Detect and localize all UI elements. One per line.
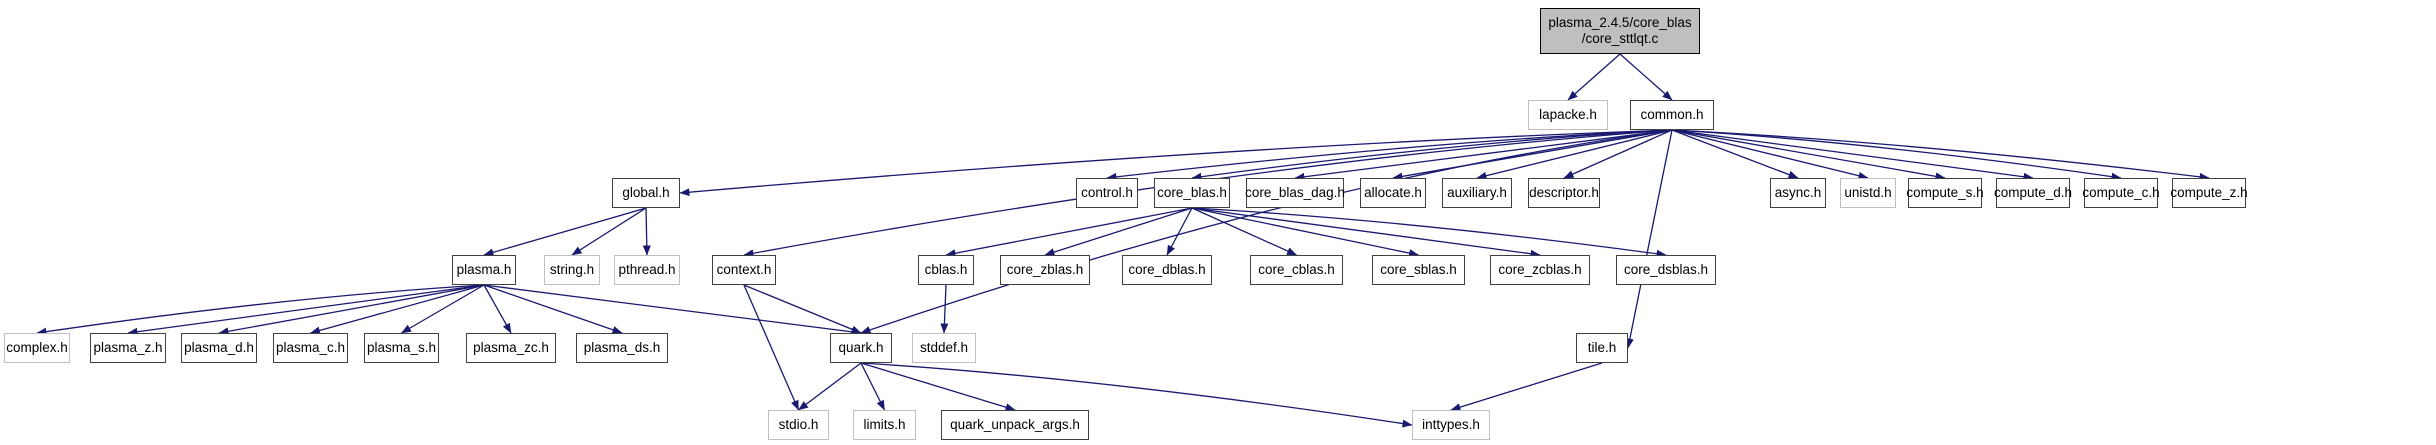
edge-core_sttlqt_c-to-lapacke bbox=[1567, 53, 1621, 101]
node-core-blas-dag-h[interactable]: core_blas_dag.h bbox=[1245, 178, 1345, 208]
edge-common-to-compute_z bbox=[1671, 129, 2210, 181]
node-plasma-s-h[interactable]: plasma_s.h bbox=[364, 333, 439, 363]
node-lapacke-h: lapacke.h bbox=[1528, 100, 1608, 130]
node-core-zblas-h[interactable]: core_zblas.h bbox=[1000, 255, 1090, 285]
edge-common-to-unistd bbox=[1671, 129, 1869, 180]
edge-plasma-to-plasma_d bbox=[218, 284, 485, 336]
node-core-dblas-h[interactable]: core_dblas.h bbox=[1122, 255, 1212, 285]
edge-global-to-string bbox=[571, 207, 647, 256]
node-core-sttlqt-c: plasma_2.4.5/core_blas /core_sttlqt.c bbox=[1540, 8, 1700, 54]
node-async-h[interactable]: async.h bbox=[1770, 178, 1826, 208]
node-auxiliary-h[interactable]: auxiliary.h bbox=[1442, 178, 1512, 208]
node-pthread-h: pthread.h bbox=[614, 255, 680, 285]
node-plasma-ds-h[interactable]: plasma_ds.h bbox=[576, 333, 668, 363]
edge-plasma-to-plasma_zc bbox=[483, 284, 512, 334]
node-plasma-c-h[interactable]: plasma_c.h bbox=[273, 333, 348, 363]
node-compute-s-h[interactable]: compute_s.h bbox=[1906, 178, 1984, 208]
edge-core_blas-to-core_dsblas bbox=[1191, 207, 1667, 258]
edge-common-to-context bbox=[743, 129, 1673, 258]
node-descriptor-h[interactable]: descriptor.h bbox=[1528, 178, 1600, 208]
node-compute-d-h[interactable]: compute_d.h bbox=[1994, 178, 2072, 208]
node-allocate-h[interactable]: allocate.h bbox=[1360, 178, 1426, 208]
edge-core_sttlqt_c-to-common bbox=[1619, 53, 1673, 101]
node-compute-c-h[interactable]: compute_c.h bbox=[2082, 178, 2160, 208]
edge-tile-to-inttypes bbox=[1450, 362, 1603, 411]
node-core-cblas-h[interactable]: core_cblas.h bbox=[1250, 255, 1343, 285]
node-compute-z-h[interactable]: compute_z.h bbox=[2170, 178, 2248, 208]
edge-plasma-to-plasma_s bbox=[401, 284, 485, 334]
edge-core_blas-to-core_zcblas bbox=[1191, 207, 1541, 258]
edge-quark-to-inttypes bbox=[860, 362, 1413, 428]
node-core-zcblas-h[interactable]: core_zcblas.h bbox=[1490, 255, 1590, 285]
node-stddef-h: stddef.h bbox=[912, 333, 976, 363]
node-inttypes-h: inttypes.h bbox=[1412, 410, 1490, 440]
edge-common-to-global bbox=[679, 129, 1673, 197]
node-context-h[interactable]: context.h bbox=[712, 255, 776, 285]
node-common-h[interactable]: common.h bbox=[1630, 100, 1714, 130]
edge-common-to-async bbox=[1671, 129, 1799, 179]
node-plasma-h[interactable]: plasma.h bbox=[452, 255, 516, 285]
node-quark-h[interactable]: quark.h bbox=[830, 333, 892, 363]
edge-quark-to-limits bbox=[860, 362, 886, 411]
edge-plasma-to-plasma_z bbox=[127, 284, 485, 336]
edge-quark-to-stdio bbox=[798, 362, 862, 411]
node-cblas-h[interactable]: cblas.h bbox=[918, 255, 974, 285]
edge-common-to-core_blas_dag bbox=[1294, 129, 1673, 181]
edge-common-to-compute_c bbox=[1671, 129, 2122, 181]
node-plasma-z-h[interactable]: plasma_z.h bbox=[90, 333, 166, 363]
edge-common-to-compute_d bbox=[1671, 129, 2034, 181]
node-limits-h: limits.h bbox=[853, 410, 916, 440]
edge-plasma-to-complex bbox=[36, 284, 485, 336]
node-quark-unpack-args-h[interactable]: quark_unpack_args.h bbox=[941, 410, 1089, 440]
node-core-blas-h[interactable]: core_blas.h bbox=[1154, 178, 1230, 208]
edge-core_blas-to-core_sblas bbox=[1191, 207, 1419, 257]
node-complex-h: complex.h bbox=[4, 333, 70, 363]
edge-common-to-control bbox=[1106, 129, 1673, 181]
node-core-sblas-h[interactable]: core_sblas.h bbox=[1372, 255, 1465, 285]
edge-core_blas-to-core_cblas bbox=[1191, 207, 1297, 256]
node-plasma-d-h[interactable]: plasma_d.h bbox=[181, 333, 257, 363]
node-global-h[interactable]: global.h bbox=[612, 178, 680, 208]
edge-cblas-to-stddef bbox=[940, 284, 949, 334]
edge-common-to-core_blas bbox=[1191, 129, 1673, 181]
edge-global-to-pthread bbox=[642, 207, 651, 256]
node-stdio-h: stdio.h bbox=[768, 410, 829, 440]
edge-context-to-stdio bbox=[743, 284, 800, 411]
node-string-h: string.h bbox=[544, 255, 600, 285]
edge-common-to-descriptor bbox=[1563, 129, 1673, 179]
node-plasma-zc-h[interactable]: plasma_zc.h bbox=[466, 333, 556, 363]
edge-common-to-allocate bbox=[1392, 129, 1673, 181]
edge-core_blas-to-cblas bbox=[945, 207, 1193, 258]
edge-context-to-quark bbox=[743, 284, 862, 334]
edge-common-to-compute_s bbox=[1671, 129, 1946, 181]
edge-core_blas-to-core_zblas bbox=[1044, 207, 1193, 256]
edge-plasma-to-quark bbox=[483, 284, 862, 336]
node-unistd-h: unistd.h bbox=[1840, 178, 1896, 208]
node-control-h[interactable]: control.h bbox=[1076, 178, 1138, 208]
edge-plasma-to-plasma_ds bbox=[483, 284, 623, 334]
edge-quark-to-quark_unpack_args bbox=[860, 362, 1016, 412]
edge-common-to-tile bbox=[1625, 129, 1673, 349]
edge-global-to-plasma bbox=[483, 207, 647, 257]
node-core-dsblas-h[interactable]: core_dsblas.h bbox=[1616, 255, 1716, 285]
edge-plasma-to-plasma_c bbox=[310, 284, 485, 335]
edge-core_blas-to-core_dblas bbox=[1166, 207, 1193, 256]
node-tile-h[interactable]: tile.h bbox=[1576, 333, 1628, 363]
edge-common-to-auxiliary bbox=[1476, 129, 1673, 180]
